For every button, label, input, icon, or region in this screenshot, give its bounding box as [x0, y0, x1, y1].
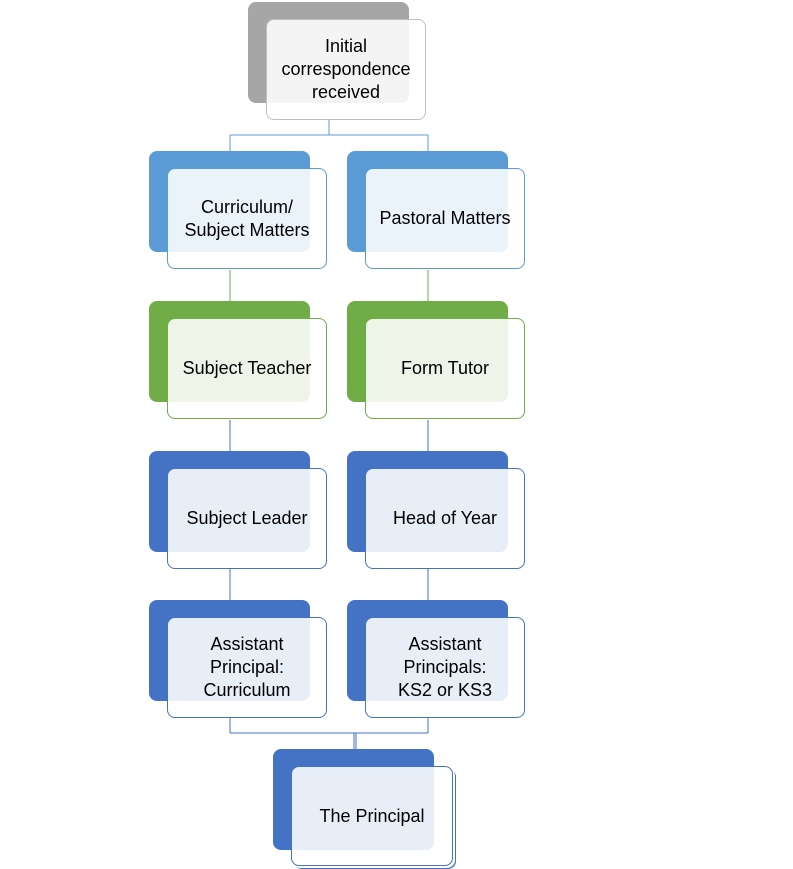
node-label-subject-leader: Subject Leader: [186, 508, 308, 528]
node-label-subject-teacher: Subject Teacher: [182, 358, 312, 378]
node-label-curriculum-subject-matters: Curriculum/ Subject Matters: [184, 196, 310, 240]
node-label-the-principal: The Principal: [319, 805, 425, 826]
node-box: Subject Teacher: [167, 318, 327, 419]
node-box: Subject Leader: [167, 468, 327, 569]
node-box: Assistant Principals: KS2 or KS3: [365, 617, 525, 718]
node-label-initial-correspondence: Initial correspondence received: [281, 36, 411, 102]
node-box: Head of Year: [365, 468, 525, 569]
node-label-assistant-principals-ks2-ks3: Assistant Principals: KS2 or KS3: [397, 634, 493, 700]
node-box: Curriculum/ Subject Matters: [167, 168, 327, 269]
node-label-pastoral-matters: Pastoral Matters: [379, 208, 511, 228]
node-label-head-of-year: Head of Year: [392, 508, 498, 528]
node-box: Initial correspondence received: [266, 19, 426, 120]
node-box: Assistant Principal: Curriculum: [167, 617, 327, 718]
node-box: Pastoral Matters: [365, 168, 525, 269]
node-box: The Principal: [291, 766, 453, 866]
node-label-assistant-principal-curriculum: Assistant Principal: Curriculum: [203, 634, 291, 700]
node-box: Form Tutor: [365, 318, 525, 419]
node-label-form-tutor: Form Tutor: [400, 358, 489, 378]
